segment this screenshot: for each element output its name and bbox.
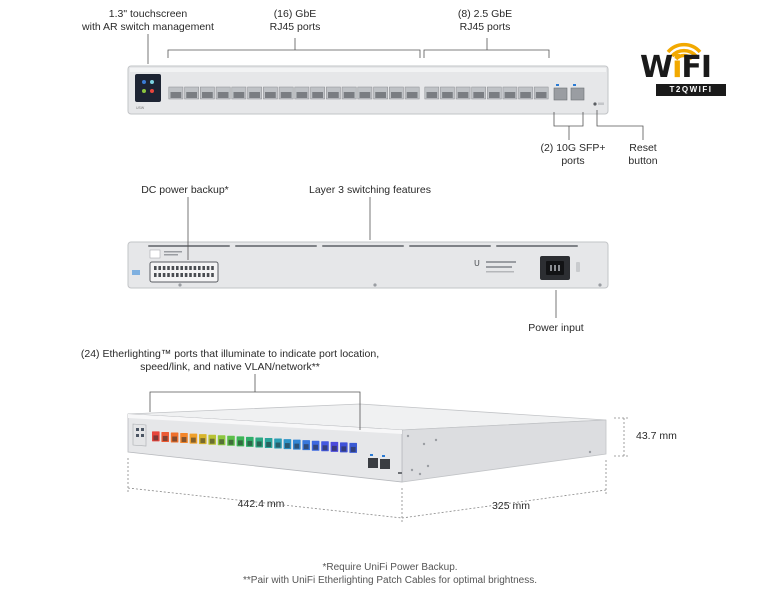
power-input-label: Power input [528,322,584,334]
dc-power-label: DC power backup* [141,184,229,196]
dimension-lines [127,417,630,522]
dc-pin [162,266,166,270]
etherlighting-port-row [152,431,357,453]
dc-pin [180,273,183,277]
height-dimension: 43.7 mm [636,430,677,442]
dc-pin [162,273,166,277]
dc-pin [211,273,214,277]
dc-pin [176,266,179,270]
sfp-bracket [553,112,584,127]
footnote-power-backup: *Require UniFi Power Backup. [322,562,458,573]
dc-pin [184,266,188,270]
dc-pin [154,273,157,277]
ubiquiti-logo-icon: U [474,259,480,268]
dc-pin [184,273,188,277]
sfp-port-1 [553,87,568,101]
dc-pin [158,266,161,270]
dc-connector-pins [154,266,214,277]
brand-logo: WiFI T2QWIFI [634,36,730,102]
dc-pin [176,273,179,277]
sfp-port-2 [570,87,585,101]
etherlighting-label: (24) Etherlighting™ ports that illuminat… [80,348,380,373]
dc-pin [193,266,197,270]
front-callouts [147,34,644,140]
dc-pin [171,266,175,270]
gbe25-bracket [423,49,550,58]
layer3-label: Layer 3 switching features [309,184,431,196]
front-view: USW [127,65,609,115]
rear-callouts [187,197,557,318]
dc-pin [193,273,197,277]
dc-pin [167,266,170,270]
qr-code [149,249,161,259]
chassis-side [401,419,607,483]
width-dimension: 442.4 mm [237,498,285,510]
dc-pin [180,266,183,270]
dc-pin [198,273,201,277]
logo-subtitle: T2QWIFI [656,84,726,96]
rear-view: U [127,241,609,289]
dc-power-connector [149,261,219,283]
dc-pin [189,273,192,277]
perspective-sfp-1 [368,458,378,468]
svg-text:USW: USW [136,106,145,110]
perspective-view [127,403,607,483]
perspective-callouts [149,374,361,430]
front-top-edge [130,68,606,72]
width-dimension-line [127,487,403,519]
dc-pin [189,266,192,270]
reset-leader [596,110,644,140]
ground-screw-icon [373,283,377,287]
gbe-bracket [167,49,421,58]
rear-label-sticker [132,270,140,275]
perspective-sfp-2 [380,459,390,469]
depth-dimension: 325 mm [492,500,530,512]
dc-pin [206,266,210,270]
dc-pin [202,266,205,270]
reset-button [593,102,597,106]
front-port-row [168,86,549,100]
dc-pin [167,273,170,277]
wifi-signal-icon [666,42,702,61]
dc-pin [202,273,205,277]
touchscreen [135,74,161,102]
logo-wordmark: WiFI [640,50,712,85]
dc-pin [154,266,157,270]
dc-pin [158,273,161,277]
dc-pin [198,266,201,270]
rear-chassis [127,241,609,289]
dc-pin [171,273,175,277]
perspective-touchscreen [132,423,147,447]
sfp-ports-label: (2) 10G SFP+ports [540,142,606,167]
footnote-patch-cables: **Pair with UniFi Etherlighting Patch Ca… [242,575,538,586]
dc-pin [211,266,214,270]
dc-pin [206,273,210,277]
depth-dimension-line [401,489,607,519]
chassis-front [127,413,403,483]
